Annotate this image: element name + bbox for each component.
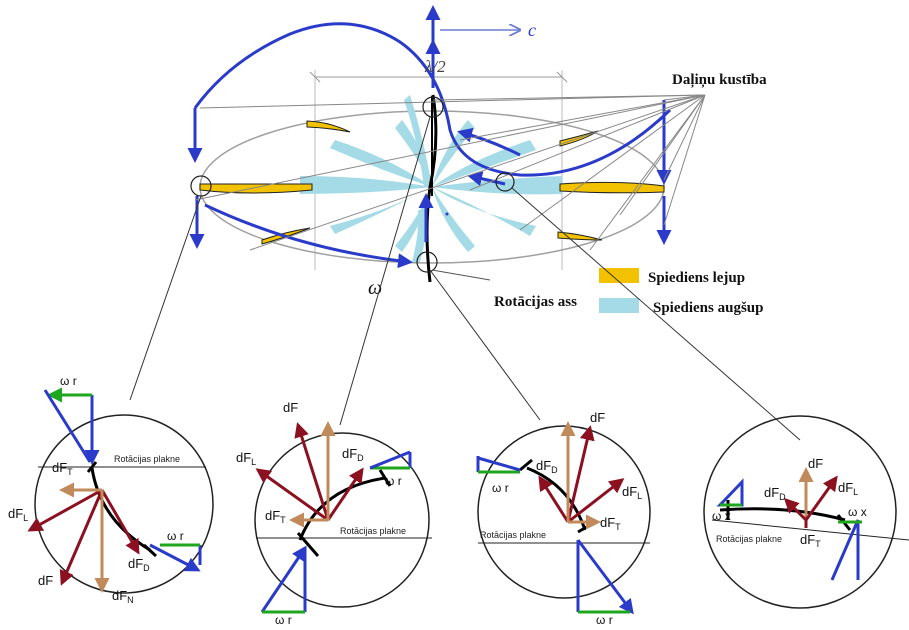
dFT-label-1: dFT bbox=[52, 460, 73, 477]
particle-motion-label: Daļiņu kustība bbox=[672, 72, 767, 88]
legend-swatch-down bbox=[599, 268, 639, 283]
dFT-label-2: dFT bbox=[265, 508, 286, 525]
dFL-label-4: dFL bbox=[838, 480, 858, 497]
callout-circle-bottom bbox=[416, 251, 438, 273]
svg-text:ω r: ω r bbox=[60, 374, 77, 388]
omega-r-label-3a: ω r bbox=[492, 481, 509, 495]
dFL-label-1: dFL bbox=[8, 506, 28, 523]
rotation-plane-label-3: Rotācijas plakne bbox=[480, 530, 546, 540]
dFL-label-3: dFL bbox=[622, 484, 642, 501]
dFL-label-2: dFL bbox=[236, 450, 256, 467]
dFD-label-4: dFD bbox=[764, 485, 786, 502]
omega-r-label-2b: ω r bbox=[275, 613, 292, 627]
omega-r-label-1b: ω r bbox=[167, 529, 184, 543]
dFT-label-3: dFT bbox=[600, 515, 621, 532]
legend-swatch-up bbox=[599, 298, 639, 313]
legend-up-label: Spiediens augšup bbox=[653, 300, 763, 316]
c-label: c bbox=[528, 20, 536, 40]
rotation-axis-label: Rotācijas ass bbox=[494, 294, 577, 310]
omega-r-label-3b: ω r bbox=[596, 613, 613, 627]
omega-r-label-2a: ω r bbox=[385, 474, 402, 488]
dFT-label-4: dFT bbox=[800, 532, 821, 549]
omega-x-label-4b: ω x bbox=[848, 505, 867, 519]
rotation-plane-label-1: Rotācijas plakne bbox=[114, 454, 180, 464]
dFD-label-2: dFD bbox=[342, 446, 364, 463]
lambda-half-label: λ/2 bbox=[424, 57, 446, 76]
dF-label-3: dF bbox=[590, 410, 605, 425]
detail-circle-2: Rotācijas plakne dF dFL dFD dFT ω r ω r bbox=[236, 400, 432, 627]
dF-label-1: dF bbox=[38, 573, 53, 588]
omega-r-label-1a: ω r bbox=[60, 374, 77, 388]
detail-circle-4: Rotācijas plakne dF dFL dFD dFT ω x ω x bbox=[703, 415, 909, 609]
dF-label-2: dF bbox=[283, 400, 298, 415]
dFN-label-1: dFN bbox=[112, 588, 134, 605]
svg-text:ω r: ω r bbox=[167, 529, 184, 543]
detail-circle-1: Rotācijas plakne ω r ω r dFT dFL dF dFD … bbox=[8, 374, 214, 605]
callout-circle-top bbox=[422, 96, 444, 118]
callout-circle-right bbox=[495, 172, 515, 192]
omega-x-label-4a: ω x bbox=[712, 509, 731, 523]
detail-circle-3: Rotācijas plakne dF dFD dFL dFT ω r ω r bbox=[476, 410, 651, 627]
dF-label-4: dF bbox=[808, 456, 823, 471]
particle-wave bbox=[193, 22, 672, 177]
dFD-label-3: dFD bbox=[536, 458, 558, 475]
legend-down-label: Spiediens lejup bbox=[648, 270, 745, 286]
dFD-label-1: dFD bbox=[128, 556, 150, 573]
rotation-plane-label-4: Rotācijas plakne bbox=[716, 534, 782, 544]
callout-connectors bbox=[129, 116, 801, 441]
rotor-schematic: c λ/2 Daļiņu kustība ω Rotācijas ass bbox=[187, 5, 767, 316]
rotation-plane-label-2: Rotācijas plakne bbox=[340, 526, 406, 536]
